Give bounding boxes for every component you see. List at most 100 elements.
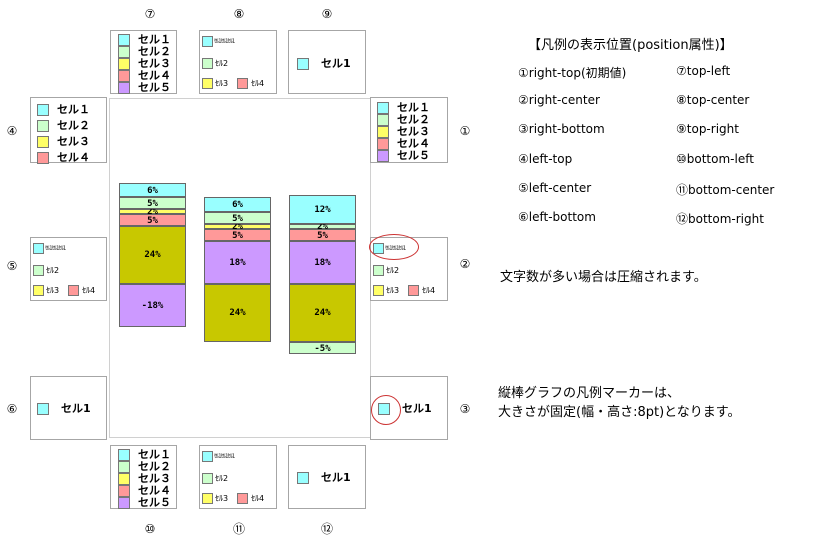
position-number: ⑧ — [676, 93, 687, 108]
position-number: ⑪ — [676, 182, 689, 197]
legend-marker — [373, 265, 384, 276]
note-compressed: 文字数が多い場合は圧縮されます。 — [500, 270, 707, 285]
legend-label: セル４ — [138, 484, 171, 497]
bar-segment: -5% — [289, 341, 356, 354]
position-label: top-center — [686, 93, 750, 108]
position-label: right-center — [528, 93, 600, 108]
legend-label-compressed: ｾﾙ1ｾﾙ1ｾﾙ1 — [45, 245, 66, 252]
bar-segment: 5% — [119, 214, 186, 227]
legend-marker — [118, 461, 130, 473]
legend-label: セル４ — [57, 151, 90, 164]
legend-label-compressed: ｾﾙ1ｾﾙ1ｾﾙ1 — [214, 453, 235, 460]
positions-title: 【凡例の表示位置(position属性)】 — [528, 38, 733, 53]
note-marker-line2: 大きさが固定(幅・高さ:8pt)となります。 — [498, 405, 741, 420]
position-number: ⑨ — [676, 122, 687, 137]
position-number: ③ — [518, 122, 529, 137]
legend-label: セル１ — [138, 33, 171, 46]
legend-marker — [118, 497, 130, 509]
position-label: left-top — [528, 151, 573, 166]
legend-marker — [408, 285, 419, 296]
legend-marker — [118, 34, 130, 46]
legend-label: セル５ — [138, 496, 171, 509]
note-marker-line1: 縦棒グラフの凡例マーカーは、 — [498, 386, 681, 401]
legend-label: ｾﾙ3 — [386, 286, 400, 295]
legend-marker — [373, 285, 384, 296]
legend-marker — [237, 78, 248, 89]
legend-label: セル３ — [138, 472, 171, 485]
legend-label: ｾﾙ3 — [215, 494, 229, 503]
position-number: ④ — [518, 151, 529, 166]
num-11: ⑪ — [232, 522, 245, 536]
num-12: ⑫ — [320, 522, 333, 536]
num-9: ⑨ — [321, 7, 333, 21]
legend-marker — [377, 126, 389, 138]
num-7: ⑦ — [144, 7, 156, 21]
legend-label: セル１ — [138, 448, 171, 461]
position-item-4: ④left-top — [518, 152, 572, 166]
legend-marker — [202, 36, 213, 47]
bar-segment: 5% — [204, 228, 271, 241]
position-item-5: ⑤left-center — [518, 181, 591, 195]
position-number: ① — [518, 66, 529, 80]
position-label: top-right — [686, 122, 739, 137]
legend-label: ｾﾙ2 — [386, 266, 400, 275]
position-item-1: ①right-top(初期値) — [518, 64, 626, 81]
legend-label: セル２ — [138, 45, 171, 58]
position-label: left-bottom — [528, 210, 596, 224]
num-2: ② — [459, 257, 471, 271]
bar-segment: 12% — [289, 194, 356, 224]
legend-marker — [118, 485, 130, 497]
legend-marker — [118, 473, 130, 485]
num-6: ⑥ — [6, 402, 18, 416]
legend-label: セル２ — [397, 113, 430, 126]
legend-marker — [202, 78, 213, 89]
legend-marker — [37, 120, 49, 132]
legend-label: セル５ — [138, 81, 171, 94]
bar-segment: 24% — [119, 226, 186, 284]
legend-marker — [202, 473, 213, 484]
legend-bottom-right: セル1 — [288, 445, 366, 509]
legend-marker — [202, 451, 213, 462]
position-item-7: ⑦top-left — [676, 64, 730, 78]
legend-marker — [118, 449, 130, 461]
legend-marker — [297, 58, 309, 70]
position-label: top-left — [686, 64, 731, 78]
legend-marker — [377, 102, 389, 114]
legend-marker — [237, 493, 248, 504]
highlight-circle-marker — [371, 395, 401, 425]
legend-label-compressed: ｾﾙ1ｾﾙ1ｾﾙ1 — [214, 38, 235, 45]
legend-marker — [37, 104, 49, 116]
position-label: bottom-center — [688, 182, 775, 197]
num-1: ① — [459, 124, 471, 138]
bar-column: 18%5%2%5%6%24% — [204, 0, 271, 544]
position-item-11: ⑪bottom-center — [676, 181, 774, 198]
position-item-12: ⑫bottom-right — [676, 210, 764, 227]
bar-segment: 24% — [289, 284, 356, 342]
legend-marker — [377, 114, 389, 126]
highlight-circle-compressed — [369, 234, 419, 260]
legend-label: セル４ — [397, 137, 430, 150]
bar-segment: 6% — [204, 197, 271, 212]
bar-segment: 18% — [204, 240, 271, 284]
position-label: bottom-left — [686, 151, 754, 166]
legend-label: ｾﾙ2 — [215, 59, 229, 68]
legend-marker — [118, 58, 130, 70]
num-8: ⑧ — [233, 7, 245, 21]
legend-marker — [37, 152, 49, 164]
legend-label: セル２ — [57, 119, 90, 132]
legend-label: ｾﾙ3 — [46, 286, 60, 295]
legend-marker — [297, 472, 309, 484]
position-item-6: ⑥left-bottom — [518, 210, 596, 224]
bar-segment: 2% — [119, 208, 186, 217]
bar-segment: -18% — [119, 284, 186, 328]
legend-label: セル1 — [321, 57, 351, 70]
legend-top-right: セル1 — [288, 30, 366, 94]
bar-segment: 5% — [119, 197, 186, 210]
legend-marker — [118, 46, 130, 58]
position-number: ⑤ — [518, 180, 529, 195]
legend-marker — [37, 136, 49, 148]
position-number: ② — [518, 93, 529, 108]
legend-label: ｾﾙ2 — [46, 266, 60, 275]
